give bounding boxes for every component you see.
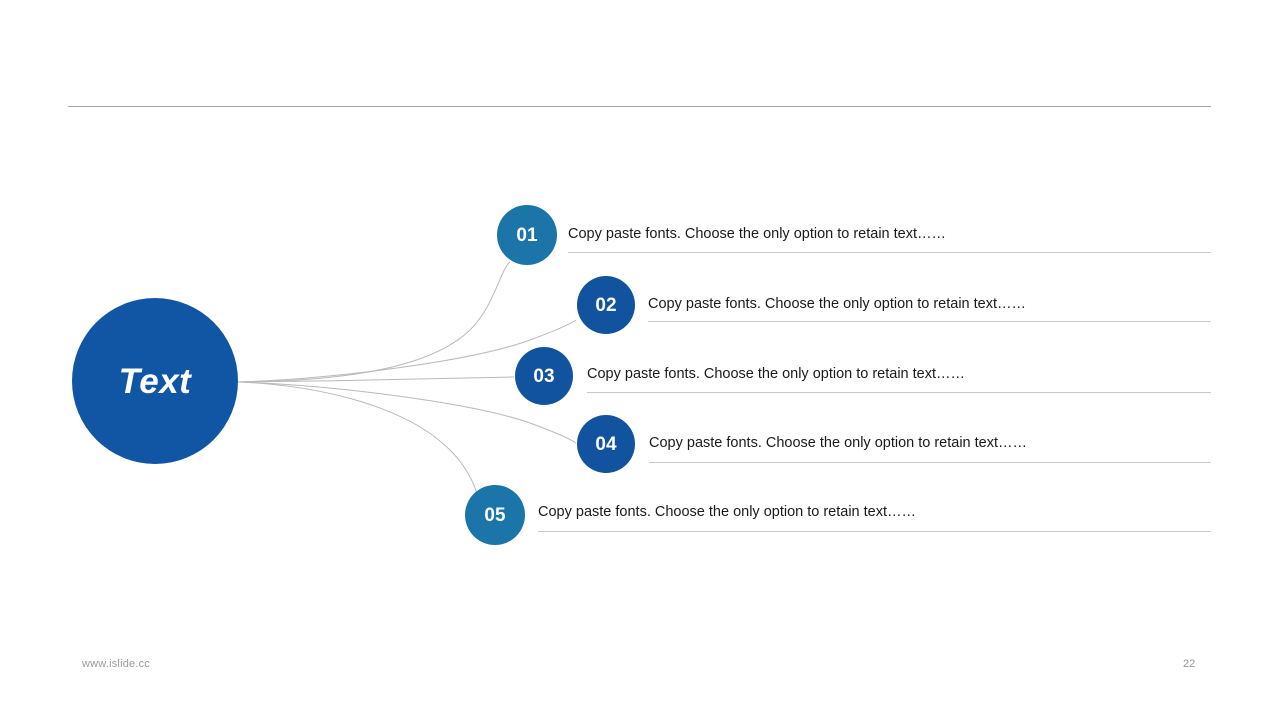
item-divider-05 [538, 531, 1211, 532]
node-number-02: 02 [595, 294, 617, 316]
node-circle-02[interactable]: 02 [577, 276, 635, 334]
item-text-04: Copy paste fonts. Choose the only option… [649, 435, 1028, 451]
node-number-04: 04 [595, 433, 617, 455]
node-circle-01[interactable]: 01 [497, 205, 557, 265]
connector-line-03 [237, 376, 515, 383]
hub-label: Text [118, 361, 192, 401]
connector-line-01 [237, 261, 511, 383]
item-text-02: Copy paste fonts. Choose the only option… [648, 296, 1027, 312]
item-divider-03 [587, 392, 1211, 393]
item-divider-04 [649, 462, 1211, 463]
header-divider [68, 106, 1211, 107]
node-circle-04[interactable]: 04 [577, 415, 635, 473]
node-number-01: 01 [516, 224, 538, 246]
node-number-03: 03 [533, 365, 555, 387]
item-divider-01 [568, 252, 1211, 253]
hub-circle[interactable]: Text [72, 298, 238, 464]
footer-website: www.islide.cc [82, 658, 151, 670]
item-text-03: Copy paste fonts. Choose the only option… [587, 366, 966, 382]
node-circle-03[interactable]: 03 [515, 347, 573, 405]
item-text-01: Copy paste fonts. Choose the only option… [568, 226, 947, 242]
connector-line-05 [237, 381, 481, 517]
node-number-05: 05 [484, 504, 506, 526]
footer-page-number: 22 [1183, 658, 1196, 670]
item-text-05: Copy paste fonts. Choose the only option… [538, 504, 917, 520]
item-divider-02 [648, 321, 1211, 322]
node-circle-05[interactable]: 05 [465, 485, 525, 545]
